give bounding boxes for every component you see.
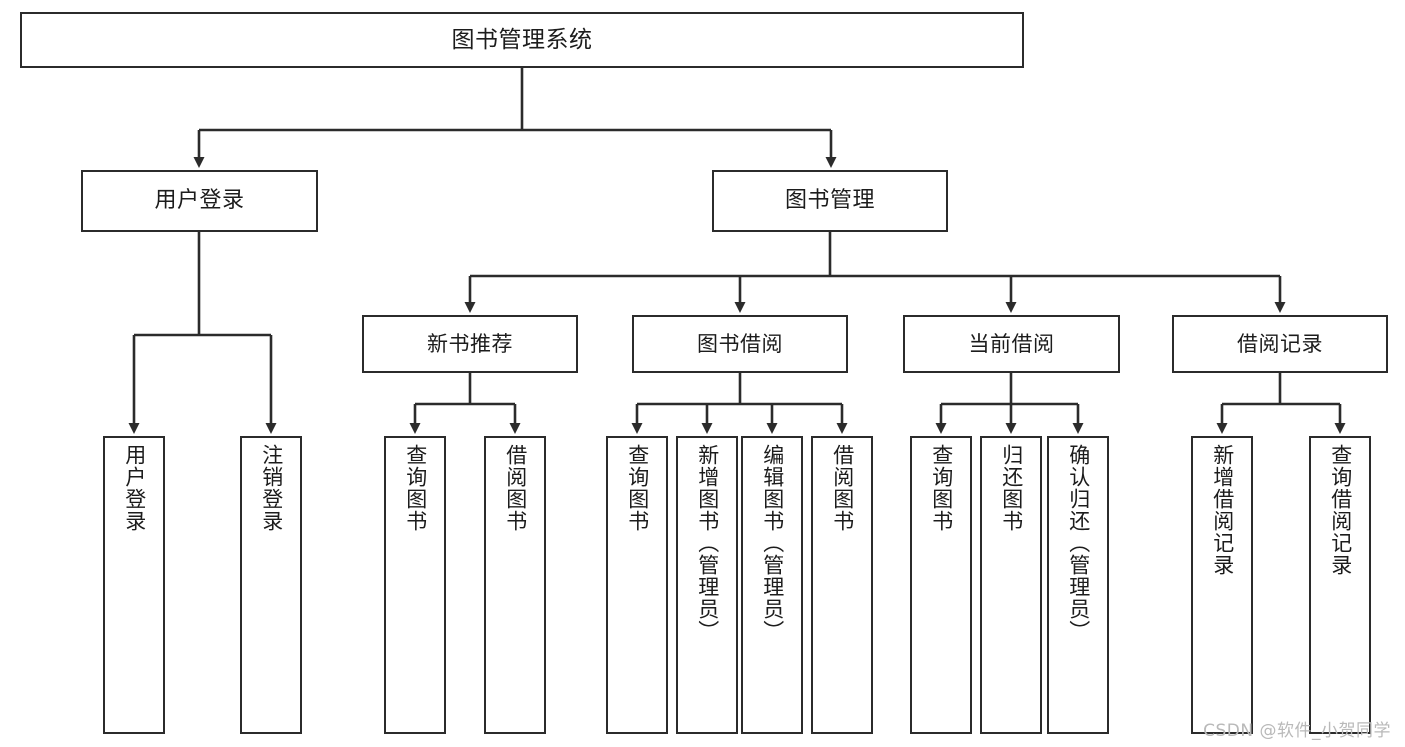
node-label: 编辑图书（管理员）: [760, 444, 785, 642]
node-leaf-logout[interactable]: 注销登录: [240, 436, 302, 734]
node-leaf-user-login[interactable]: 用户登录: [103, 436, 165, 734]
node-leaf-borrow-book-2[interactable]: 借阅图书: [811, 436, 873, 734]
node-label: 借阅记录: [1237, 331, 1323, 356]
node-label: 借阅图书: [830, 444, 855, 532]
node-borrow-record[interactable]: 借阅记录: [1172, 315, 1388, 373]
node-leaf-return-book[interactable]: 归还图书: [980, 436, 1042, 734]
node-label: 确认归还（管理员）: [1066, 444, 1091, 642]
node-label: 当前借阅: [968, 331, 1055, 356]
node-new-book-recommend[interactable]: 新书推荐: [362, 315, 578, 373]
node-label: 查询图书: [929, 444, 954, 532]
csdn-watermark: CSDN @软件_小贺同学: [1203, 721, 1391, 741]
node-label: 注销登录: [259, 444, 284, 532]
node-leaf-borrow-book-1[interactable]: 借阅图书: [484, 436, 546, 734]
node-book-borrow[interactable]: 图书借阅: [632, 315, 848, 373]
node-label: 新书推荐: [427, 331, 513, 356]
node-label: 图书借阅: [697, 331, 783, 356]
node-label: 借阅图书: [503, 444, 528, 532]
node-leaf-edit-book[interactable]: 编辑图书（管理员）: [741, 436, 803, 734]
node-book-management[interactable]: 图书管理: [712, 170, 948, 232]
node-leaf-query-book-1[interactable]: 查询图书: [384, 436, 446, 734]
node-label: 图书管理: [784, 188, 875, 214]
node-user-login[interactable]: 用户登录: [81, 170, 318, 232]
node-leaf-confirm-return[interactable]: 确认归还（管理员）: [1047, 436, 1109, 734]
node-leaf-query-record[interactable]: 查询借阅记录: [1309, 436, 1371, 734]
node-label: 用户登录: [122, 444, 147, 532]
node-label: 新增图书（管理员）: [695, 444, 720, 642]
node-label: 查询借阅记录: [1328, 444, 1353, 576]
node-label: 新增借阅记录: [1210, 444, 1235, 576]
node-leaf-query-book-2[interactable]: 查询图书: [606, 436, 668, 734]
node-label: 查询图书: [625, 444, 650, 532]
node-leaf-add-record[interactable]: 新增借阅记录: [1191, 436, 1253, 734]
node-leaf-query-book-3[interactable]: 查询图书: [910, 436, 972, 734]
node-root-book-management-system[interactable]: 图书管理系统: [20, 12, 1024, 68]
node-label: 查询图书: [403, 444, 428, 532]
node-leaf-add-book[interactable]: 新增图书（管理员）: [676, 436, 738, 734]
node-current-borrow[interactable]: 当前借阅: [903, 315, 1120, 373]
node-label: 用户登录: [154, 188, 245, 214]
node-label: 归还图书: [999, 444, 1024, 532]
node-label: 图书管理系统: [451, 26, 593, 53]
